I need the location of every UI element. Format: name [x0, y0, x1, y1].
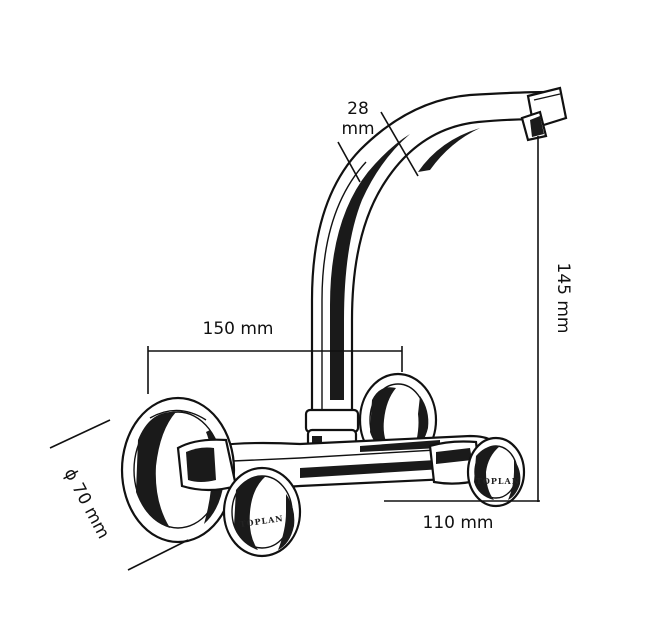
- faucet-illustration: TOPLAN TOPLAN: [120, 86, 568, 558]
- dimension-spout-height: 145 mm: [537, 136, 573, 502]
- dimension-reach: 110 mm: [384, 500, 540, 533]
- spout-aerator: [520, 86, 568, 142]
- dimension-center-distance: 150 mm: [147, 319, 403, 394]
- reach-label: 110 mm: [423, 513, 494, 533]
- center-distance-label: 150 mm: [203, 319, 274, 339]
- left-handle: TOPLAN: [222, 466, 302, 558]
- left-connector: [176, 438, 238, 492]
- spout-height-label: 145 mm: [553, 263, 573, 334]
- spout-diameter-leader-upper: [380, 111, 419, 177]
- spout-diameter-unit: mm: [341, 119, 374, 139]
- flange-diameter-tick-upper: [49, 419, 111, 449]
- right-handle-brand: TOPLAN: [476, 476, 520, 486]
- spout: [310, 90, 554, 422]
- spout-diameter-value: 28: [347, 99, 369, 119]
- spout-diameter-leader-lower: [337, 141, 361, 183]
- dimension-spout-diameter: 28 mm: [337, 99, 419, 183]
- flange-diameter-label: ϕ 70 mm: [60, 465, 114, 542]
- flange-diameter-tick-lower: [127, 539, 189, 571]
- right-handle: TOPLAN: [466, 436, 526, 508]
